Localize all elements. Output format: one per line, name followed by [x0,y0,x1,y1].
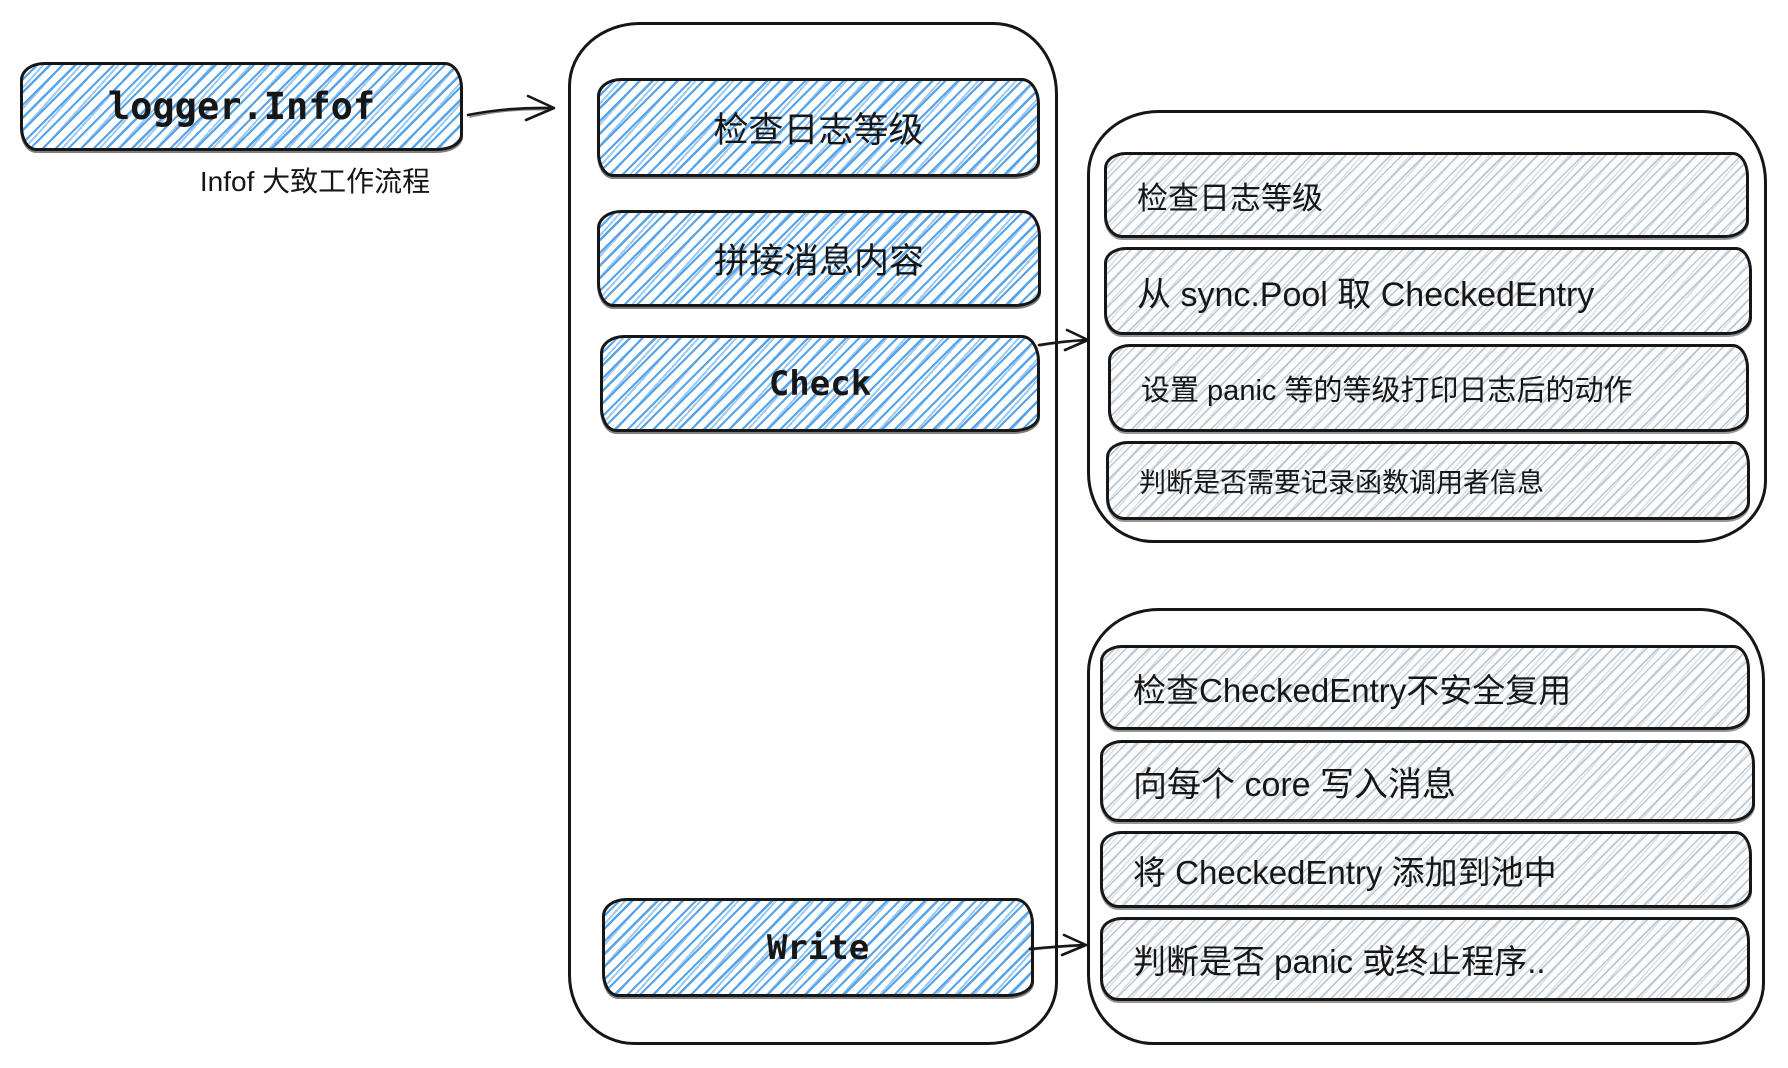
flow-step-label: 拼接消息内容 [713,242,924,281]
write-detail-panel [1087,608,1765,1045]
write-detail-item-panic-exit: 判断是否 panic 或终止程序.. [1100,917,1750,1001]
flow-caption: Infof 大致工作流程 [199,166,431,197]
detail-item-label: 检查CheckedEntry不安全复用 [1133,671,1572,709]
connector-arrow-entry-to-flow-icon [466,94,556,122]
detail-item-label: 向每个 core 写入消息 [1133,765,1457,804]
write-detail-item-reuse: 检查CheckedEntry不安全复用 [1100,645,1750,730]
check-detail-item-level: 检查日志等级 [1104,152,1749,238]
detail-item-label: 检查日志等级 [1137,180,1323,216]
flow-step-label: Check [768,363,872,404]
flow-step-label: Write [766,927,870,968]
main-flow-container [568,22,1058,1045]
flow-step-check-level: 检查日志等级 [597,78,1040,177]
detail-item-label: 将 CheckedEntry 添加到池中 [1133,853,1557,891]
write-detail-item-return-pool: 将 CheckedEntry 添加到池中 [1100,831,1752,908]
detail-item-label: 判断是否 panic 或终止程序.. [1133,943,1546,980]
check-detail-item-caller: 判断是否需要记录函数调用者信息 [1106,441,1750,520]
write-detail-item-core-write: 向每个 core 写入消息 [1100,740,1755,822]
entry-node-label: logger.Infof [107,85,376,128]
check-detail-panel [1087,110,1767,543]
entry-node-logger-infof: logger.Infof [20,62,463,151]
detail-item-label: 设置 panic 等的等级打印日志后的动作 [1141,375,1633,407]
check-detail-item-pool: 从 sync.Pool 取 CheckedEntry [1104,247,1752,335]
check-detail-item-panic-level: 设置 panic 等的等级打印日志后的动作 [1108,344,1749,432]
flow-step-check: Check [600,335,1040,432]
detail-item-label: 从 sync.Pool 取 CheckedEntry [1137,275,1595,314]
detail-item-label: 判断是否需要记录函数调用者信息 [1139,468,1544,498]
flow-step-write: Write [602,898,1034,997]
connector-arrow-write-to-panel-icon [1028,933,1088,957]
flow-step-label: 检查日志等级 [713,111,924,150]
flow-step-concat-message: 拼接消息内容 [597,210,1041,307]
